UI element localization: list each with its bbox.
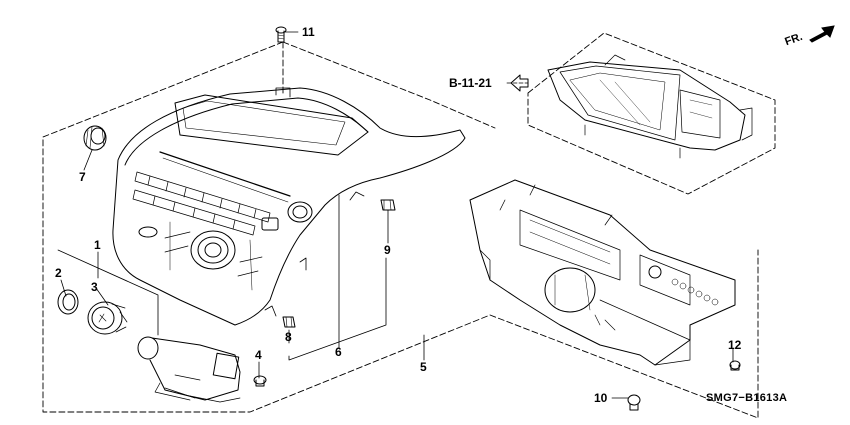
display-unit — [547, 54, 753, 159]
knob-7 — [83, 125, 107, 151]
diagram-code: SMG7−B1613A — [706, 392, 788, 404]
display-outline — [527, 32, 776, 195]
front-panel — [112, 87, 466, 326]
callout-7: 7 — [79, 170, 86, 184]
reference-arrow-icon — [510, 74, 529, 92]
callout-2: 2 — [55, 266, 62, 280]
screw-11 — [275, 26, 287, 43]
reference-label: B-11-21 — [449, 76, 492, 90]
callout-6: 6 — [335, 345, 342, 359]
leader-lines — [57, 31, 734, 399]
callout-12: 12 — [728, 338, 742, 352]
clip-8 — [282, 316, 296, 328]
clip-9 — [380, 199, 396, 211]
callout-8: 8 — [285, 330, 292, 344]
callout-11: 11 — [302, 25, 315, 39]
callout-9: 9 — [384, 243, 391, 257]
screw-10 — [627, 394, 641, 411]
assembly-outline — [42, 41, 759, 419]
knob-3 — [87, 301, 128, 335]
bracket-5 — [469, 179, 736, 366]
callout-5: 5 — [420, 360, 427, 374]
ring-2 — [57, 289, 79, 315]
switch-assembly-1 — [137, 336, 241, 403]
screw-12 — [729, 360, 741, 371]
callout-3: 3 — [91, 280, 98, 294]
screw-4 — [253, 375, 267, 387]
callout-4: 4 — [255, 348, 262, 362]
front-direction-arrow-icon — [809, 25, 835, 43]
callout-1: 1 — [94, 238, 101, 252]
callout-10: 10 — [594, 391, 608, 405]
